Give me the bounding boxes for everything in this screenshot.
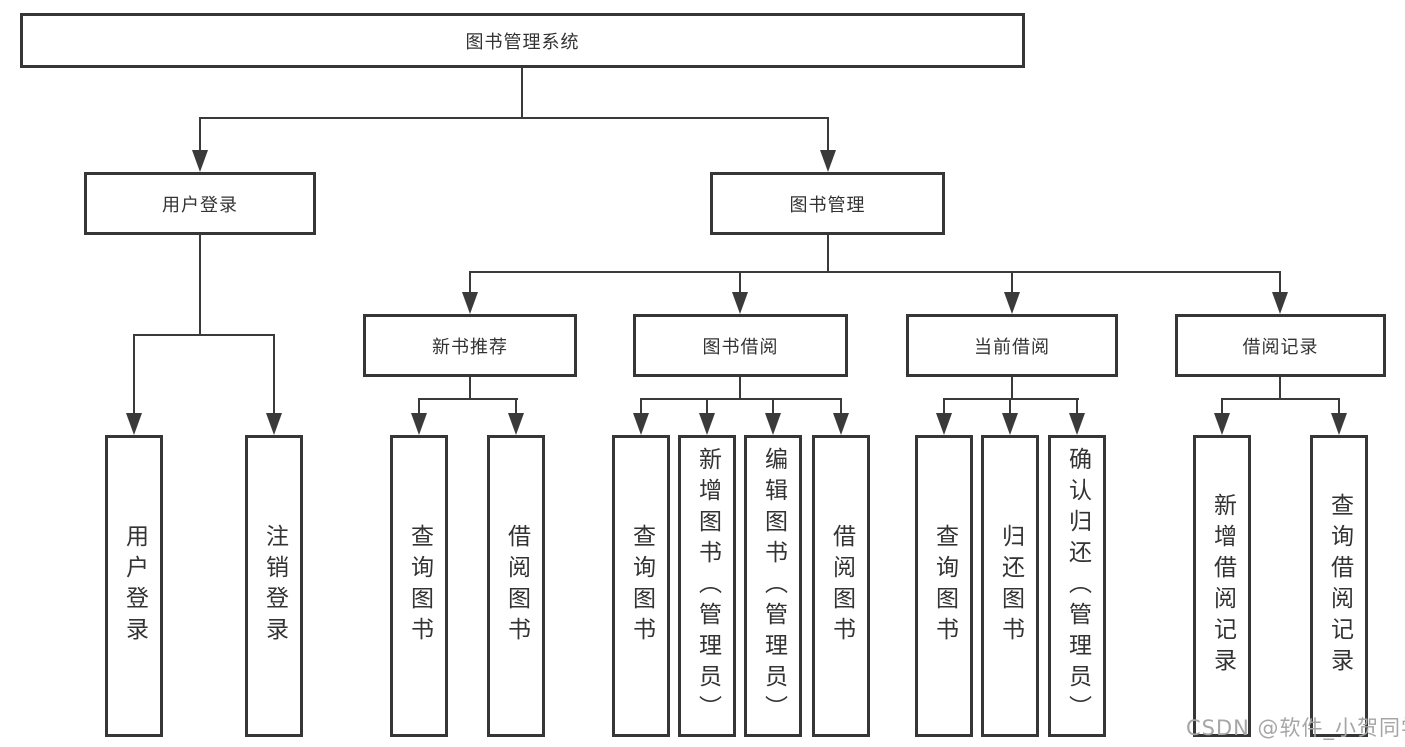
connector-line — [640, 398, 642, 415]
csdn-watermark: CSDN @软件_小贺同学 — [1186, 716, 1405, 740]
connector-line — [1011, 271, 1013, 295]
connector-line — [133, 334, 135, 416]
node-book-management-label: 图书管理 — [789, 194, 866, 216]
leaf-record-query-label: 查询借阅记录 — [1326, 493, 1353, 679]
connector-line — [640, 398, 842, 400]
connector-line — [1009, 398, 1011, 415]
arrowhead-down-icon — [1331, 413, 1347, 435]
node-current-borrow-label: 当前借阅 — [974, 336, 1050, 358]
node-borrow-record: 借阅记录 — [1175, 314, 1386, 377]
node-new-book-recommend-label: 新书推荐 — [432, 336, 508, 358]
node-root-label: 图书管理系统 — [465, 31, 580, 53]
arrowhead-down-icon — [1069, 413, 1085, 435]
connector-line — [772, 398, 774, 415]
connector-line — [943, 398, 945, 415]
arrowhead-down-icon — [699, 413, 715, 435]
connector-line — [943, 398, 1079, 400]
connector-line — [469, 271, 471, 295]
connector-line — [1338, 398, 1340, 415]
connector-line — [1011, 377, 1013, 399]
node-new-book-recommend: 新书推荐 — [363, 314, 577, 377]
arrowhead-down-icon — [462, 292, 478, 314]
connector-line — [199, 117, 201, 153]
connector-line — [1221, 398, 1223, 415]
arrowhead-down-icon — [126, 413, 142, 435]
leaf-borrow-edit-admin-label: 编辑图书（管理员） — [760, 446, 787, 726]
leaf-current-query: 查询图书 — [915, 435, 973, 737]
leaf-current-confirm-admin-label: 确认归还（管理员） — [1064, 446, 1091, 726]
connector-line — [418, 398, 518, 400]
connector-line — [1221, 398, 1340, 400]
leaf-current-return-label: 归还图书 — [997, 524, 1024, 648]
leaf-borrow-book: 借阅图书 — [812, 435, 870, 737]
leaf-newbook-borrow-label: 借阅图书 — [503, 524, 530, 648]
node-book-borrow: 图书借阅 — [633, 314, 848, 377]
leaf-record-add: 新增借阅记录 — [1193, 435, 1251, 737]
node-current-borrow: 当前借阅 — [906, 314, 1118, 377]
leaf-borrow-add-admin: 新增图书（管理员） — [678, 435, 736, 737]
node-borrow-record-label: 借阅记录 — [1242, 336, 1319, 358]
connector-line — [515, 398, 517, 415]
arrowhead-down-icon — [936, 413, 952, 435]
connector-line — [706, 398, 708, 415]
leaf-logout: 注销登录 — [245, 435, 303, 737]
arrowhead-down-icon — [266, 413, 282, 435]
leaf-borrow-book-label: 借阅图书 — [828, 524, 855, 648]
connector-line — [827, 235, 829, 273]
connector-line — [133, 334, 275, 336]
connector-line — [840, 398, 842, 415]
arrowhead-down-icon — [732, 292, 748, 314]
leaf-logout-label: 注销登录 — [261, 524, 288, 648]
arrowhead-down-icon — [411, 413, 427, 435]
arrowhead-down-icon — [1004, 292, 1020, 314]
node-root: 图书管理系统 — [20, 13, 1025, 68]
leaf-borrow-query: 查询图书 — [612, 435, 670, 737]
arrowhead-down-icon — [1272, 292, 1288, 314]
connector-line — [521, 68, 523, 118]
arrowhead-down-icon — [833, 413, 849, 435]
leaf-newbook-borrow: 借阅图书 — [487, 435, 545, 737]
connector-line — [1279, 377, 1281, 399]
node-user-login: 用户登录 — [84, 172, 316, 235]
arrowhead-down-icon — [192, 150, 208, 172]
connector-line — [273, 334, 275, 416]
leaf-newbook-query: 查询图书 — [390, 435, 448, 737]
leaf-current-return: 归还图书 — [981, 435, 1039, 737]
connector-line — [1076, 398, 1078, 415]
leaf-current-query-label: 查询图书 — [931, 524, 958, 648]
leaf-user-login: 用户登录 — [105, 435, 163, 737]
leaf-borrow-query-label: 查询图书 — [628, 524, 655, 648]
connector-line — [418, 398, 420, 415]
leaf-current-confirm-admin: 确认归还（管理员） — [1048, 435, 1106, 737]
arrowhead-down-icon — [633, 413, 649, 435]
connector-line — [199, 235, 201, 335]
node-book-management: 图书管理 — [710, 172, 945, 235]
connector-line — [469, 377, 471, 399]
leaf-record-query: 查询借阅记录 — [1310, 435, 1368, 737]
node-user-login-label: 用户登录 — [162, 194, 238, 216]
leaf-borrow-add-admin-label: 新增图书（管理员） — [694, 446, 721, 726]
connector-line — [739, 377, 741, 399]
leaf-user-login-label: 用户登录 — [121, 524, 148, 648]
leaf-record-add-label: 新增借阅记录 — [1209, 493, 1236, 679]
arrowhead-down-icon — [765, 413, 781, 435]
connector-line — [469, 271, 1281, 273]
node-book-borrow-label: 图书借阅 — [702, 336, 779, 358]
connector-line — [739, 271, 741, 295]
arrowhead-down-icon — [1214, 413, 1230, 435]
connector-line — [827, 117, 829, 153]
connector-line — [199, 117, 829, 119]
leaf-borrow-edit-admin: 编辑图书（管理员） — [744, 435, 802, 737]
arrowhead-down-icon — [1002, 413, 1018, 435]
arrowhead-down-icon — [508, 413, 524, 435]
connector-line — [1279, 271, 1281, 295]
arrowhead-down-icon — [820, 150, 836, 172]
leaf-newbook-query-label: 查询图书 — [406, 524, 433, 648]
